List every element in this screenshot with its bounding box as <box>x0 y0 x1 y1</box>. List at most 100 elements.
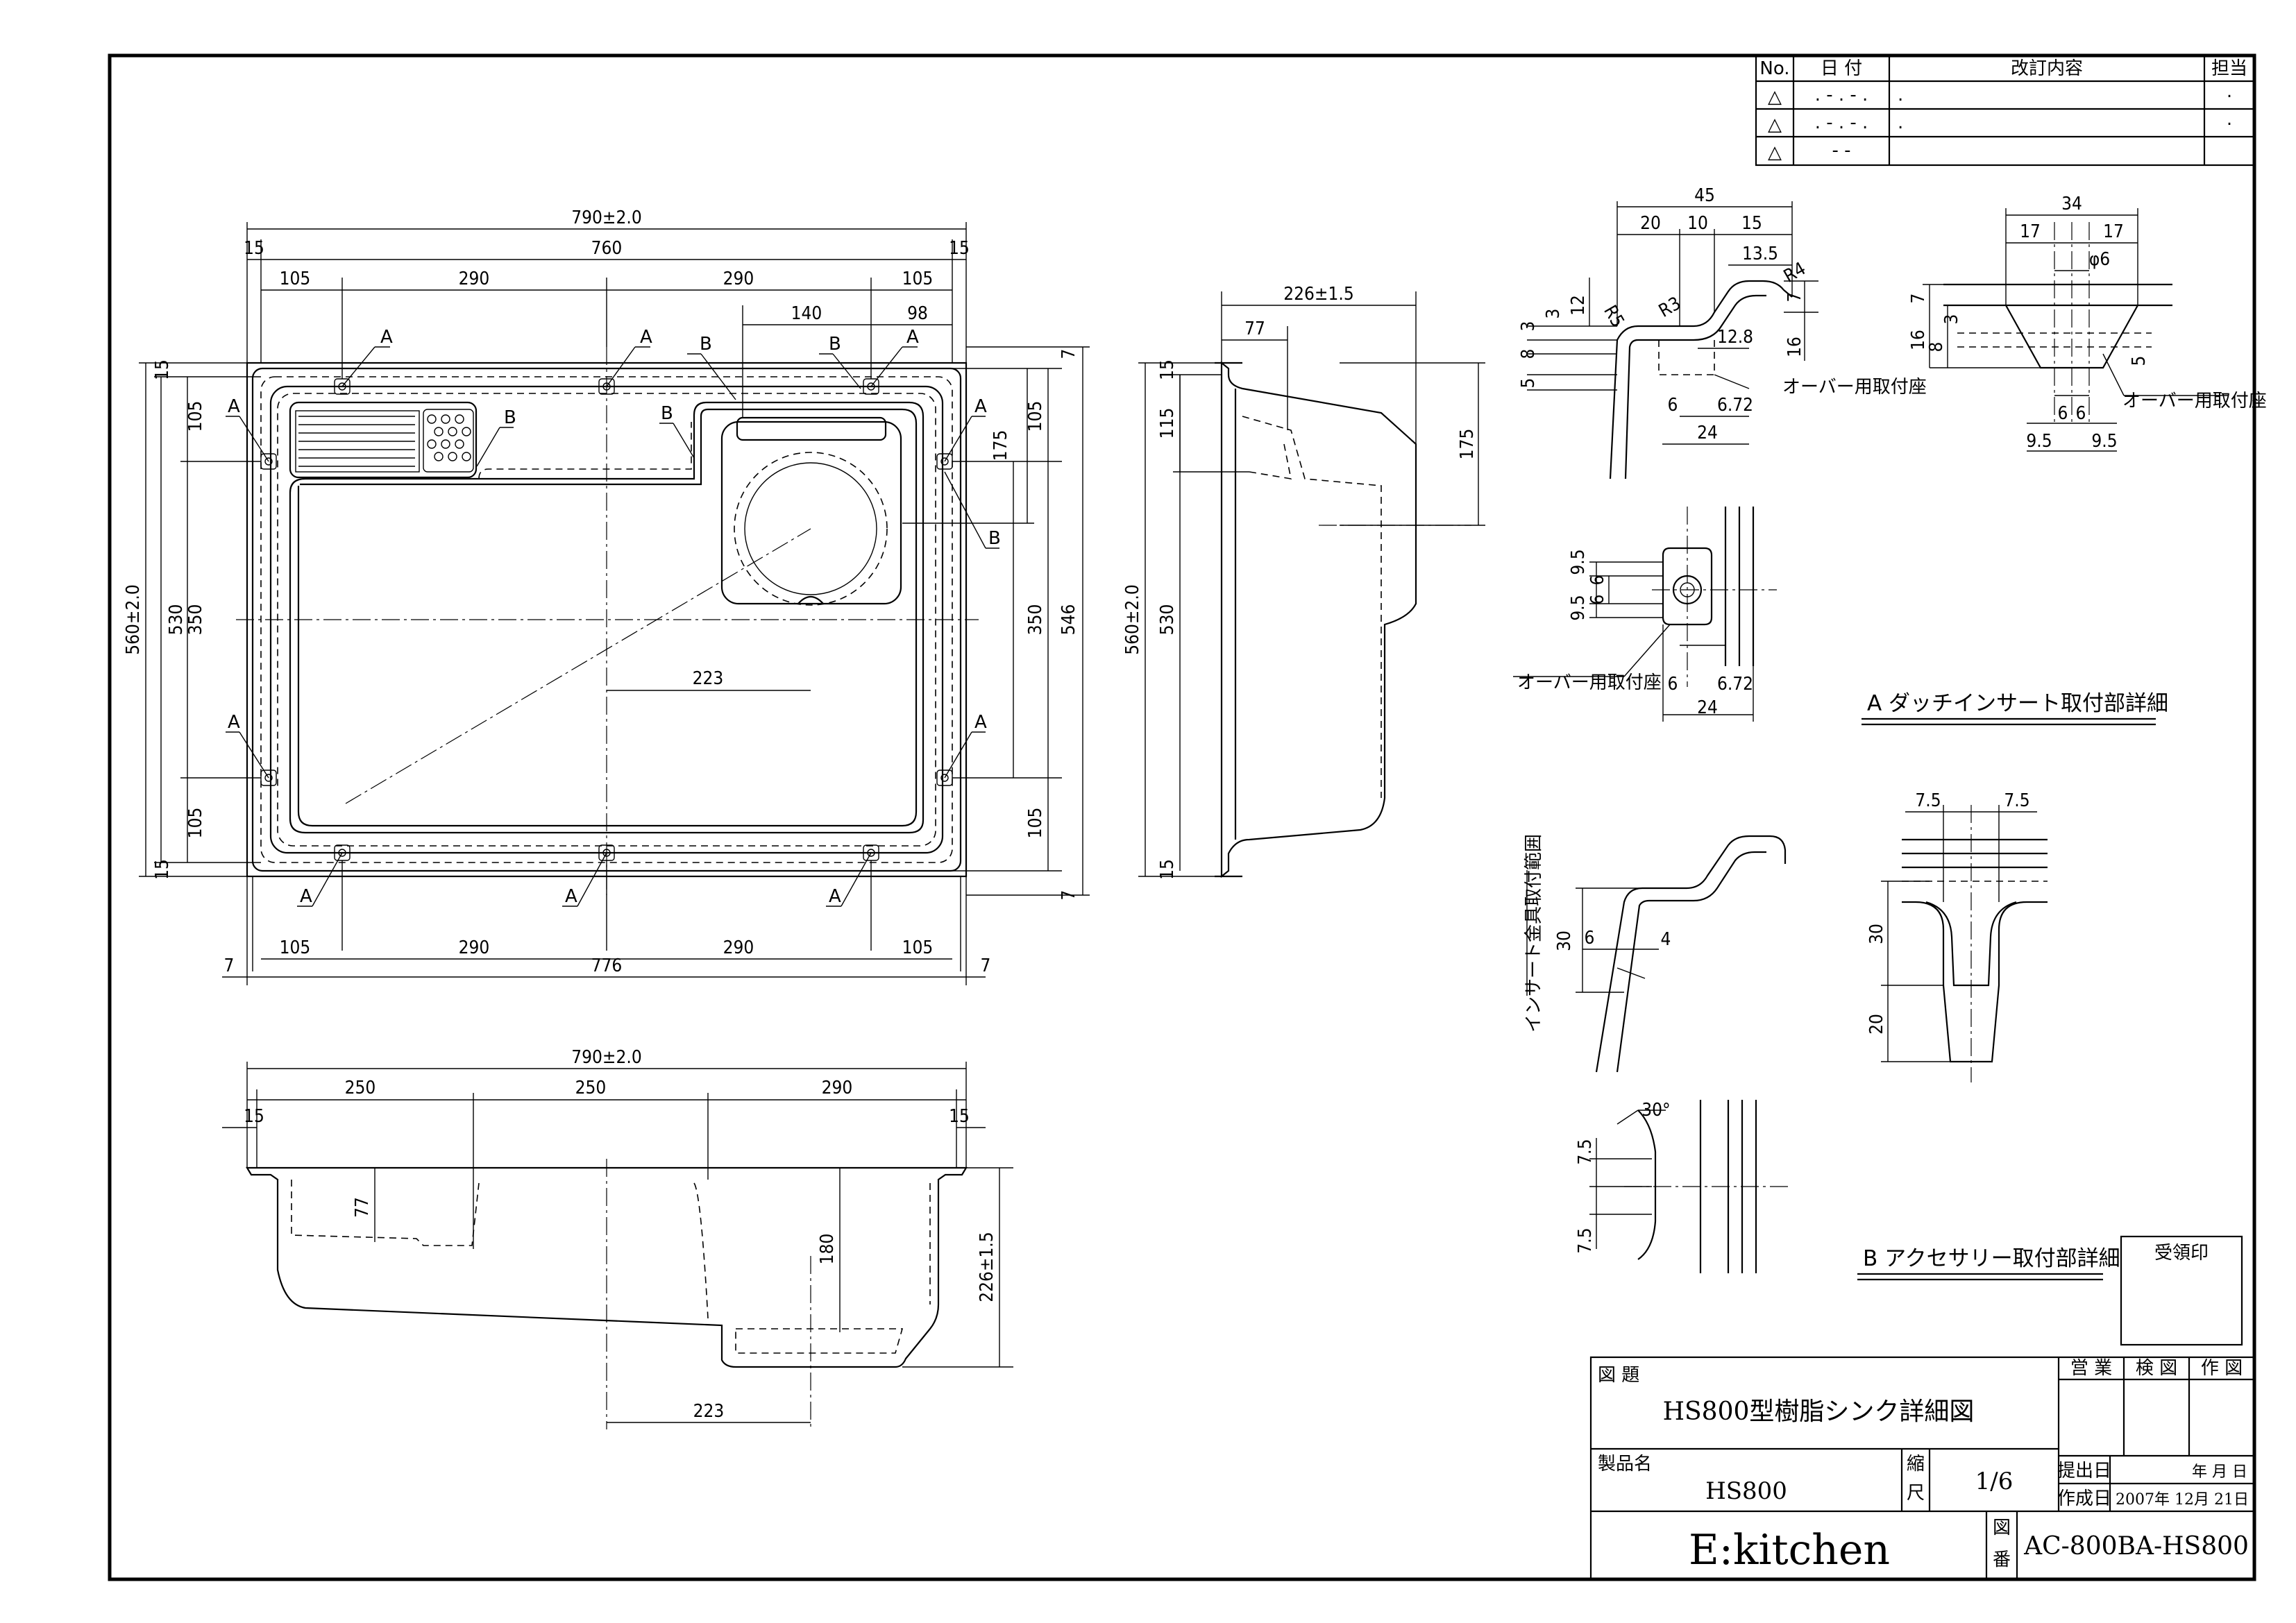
plan-dim-350-right: 350 <box>1025 604 1046 636</box>
side-dim-560: 560±2.0 <box>1122 584 1143 654</box>
detail-a-r-dim-8: 8 <box>1926 342 1947 352</box>
plan-dim-560-left: 560±2.0 <box>123 584 144 654</box>
plan-dim-350-left: 350 <box>185 604 206 636</box>
side-dim-175: 175 <box>1457 429 1478 460</box>
front-dim-790: 790±2.0 <box>571 1047 641 1068</box>
rev-row-1-content: . <box>1898 85 1903 105</box>
detail-b-dim-30-a: 30 <box>1554 931 1575 951</box>
plan-dim-546-right: 546 <box>1058 604 1079 636</box>
marker-a: A <box>380 327 393 348</box>
marker-a: A <box>300 886 312 907</box>
rev-header-person: 担当 <box>2211 58 2247 79</box>
detail-a-r-dim-5: 5 <box>2129 356 2150 366</box>
rev-row-1-date: . - . - . <box>1815 85 1868 105</box>
detail-b-r-dim-30: 30 <box>1866 924 1887 944</box>
title-block-scale: 1/6 <box>1975 1468 2014 1495</box>
detail-a-r-seat-label: オーバー用取付座 <box>2122 391 2267 411</box>
front-dim-77: 77 <box>352 1197 373 1218</box>
stamp-box-label: 受領印 <box>2154 1243 2209 1264</box>
plan-dim-290-bottom-right: 290 <box>723 937 754 958</box>
side-view: 226±1.5 77 15 115 175 560±2.0 530 15 <box>1122 284 1485 880</box>
title-block-sign-sales: 営 業 <box>2070 1358 2112 1379</box>
detail-b-r-dim-20: 20 <box>1866 1014 1887 1035</box>
plan-dim-98: 98 <box>907 303 928 324</box>
detail-a-plan-seat-label: オーバー用取付座 <box>1517 672 1662 693</box>
front-dim-15-left: 15 <box>244 1106 264 1127</box>
detail-b-r-dim-7-5-b: 7.5 <box>2004 790 2029 811</box>
rev-row-1-no: △ <box>1768 87 1782 108</box>
title-block-sign-check: 検 図 <box>2136 1358 2177 1379</box>
rev-row-2-date: . - . - . <box>1815 112 1868 133</box>
detail-a-r-dim-6-a: 6 <box>2058 403 2068 424</box>
title-block-scale-label-1: 縮 <box>1907 1454 1925 1475</box>
plan-dim-105-right-top: 105 <box>1025 401 1046 432</box>
detail-b: インサート金具取付範囲 30 6 4 7.5 7.5 30° <box>1523 790 2120 1281</box>
rev-row-2-person: . <box>2227 109 2232 130</box>
detail-a-dim-45: 45 <box>1694 185 1715 206</box>
front-dim-226: 226±1.5 <box>977 1232 997 1302</box>
detail-b-dim-6: 6 <box>1585 928 1595 949</box>
detail-a-dim-13-5: 13.5 <box>1742 244 1778 264</box>
detail-a-dim-20: 20 <box>1640 213 1661 234</box>
plan-dim-223: 223 <box>693 668 724 689</box>
side-dim-226: 226±1.5 <box>1283 284 1353 305</box>
detail-b-dim-30-deg: 30° <box>1641 1100 1670 1121</box>
rev-row-3-date: - - <box>1832 140 1850 161</box>
detail-a-dim-12-8: 12.8 <box>1717 327 1753 348</box>
side-dim-530: 530 <box>1157 604 1178 636</box>
title-block-product: HS800 <box>1705 1477 1787 1505</box>
detail-a-r-dim-6-b: 6 <box>2076 403 2086 424</box>
front-dim-223: 223 <box>693 1401 725 1422</box>
marker-b: B <box>700 334 712 355</box>
title-block-product-label: 製品名 <box>1598 1454 1652 1475</box>
detail-b-r-dim-7-5-a: 7.5 <box>1915 790 1941 811</box>
front-dim-15-right: 15 <box>949 1106 970 1127</box>
rev-row-2-content: . <box>1898 112 1903 133</box>
front-section-view: 790±2.0 250 250 290 15 15 77 180 226±1.5… <box>222 1047 1013 1429</box>
detail-a-r-dim-phi6: φ6 <box>2089 249 2110 270</box>
detail-b-dim-4: 4 <box>1661 929 1671 950</box>
plan-dim-7-right: 7 <box>981 955 991 976</box>
detail-a-dim-16: 16 <box>1784 337 1805 357</box>
title-block-title-label: 図 題 <box>1598 1365 1639 1386</box>
detail-a-seat-label: オーバー用取付座 <box>1782 377 1927 398</box>
detail-b-title: B アクセサリー取付部詳細 <box>1863 1246 2120 1271</box>
detail-a-dim-5: 5 <box>1518 378 1539 389</box>
plan-dim-530-left: 530 <box>166 604 187 636</box>
detail-a-r-dim-9-5-b: 9.5 <box>2091 431 2117 452</box>
detail-a-r-dim-17-b: 17 <box>2103 221 2124 242</box>
title-block-created-date: 2007年 12月 21日 <box>2116 1491 2249 1509</box>
plan-dim-290-top-right: 290 <box>723 269 754 289</box>
marker-a: A <box>640 327 652 348</box>
detail-a-r-dim-17-a: 17 <box>2020 221 2041 242</box>
plan-dim-140: 140 <box>791 303 822 324</box>
marker-b: B <box>504 407 516 428</box>
plan-dim-760: 760 <box>591 238 623 259</box>
plan-dim-7-left: 7 <box>224 955 235 976</box>
plan-dim-105-bottom-right: 105 <box>902 937 934 958</box>
marker-b: B <box>988 528 1001 549</box>
title-block-submit-date: 年 月 日 <box>2192 1463 2247 1481</box>
rev-header-date: 日 付 <box>1821 58 1862 79</box>
title-block-drawing-no-label-2: 番 <box>1993 1549 2011 1570</box>
plan-dim-105-left-bottom: 105 <box>185 808 206 839</box>
detail-a-plan-dim-6-72: 6.72 <box>1717 674 1753 695</box>
title-block-company: E:kitchen <box>1689 1526 1890 1574</box>
title-block-drawing-no: AC-800BA-HS800 <box>2023 1532 2249 1561</box>
title-block-submit-label: 提出日 <box>2057 1461 2111 1481</box>
detail-a-dim-8: 8 <box>1518 349 1539 359</box>
detail-a-plan-dim-24: 24 <box>1697 697 1718 718</box>
detail-a-dim-10: 10 <box>1687 213 1708 234</box>
detail-a-plan-dim-9-5-a: 9.5 <box>1568 549 1589 575</box>
title-block-scale-label-2: 尺 <box>1907 1483 1925 1504</box>
revision-table: No. 日 付 改訂内容 担当 △ . - . - . . . △ . - . … <box>1755 54 2256 167</box>
plan-dim-105-bottom-left: 105 <box>280 937 311 958</box>
detail-a-dim-3-a: 3 <box>1543 309 1564 319</box>
front-dim-250-mid: 250 <box>575 1078 607 1098</box>
marker-a: A <box>228 712 240 733</box>
marker-b: B <box>661 403 673 424</box>
detail-a-r-dim-16: 16 <box>1908 330 1929 350</box>
plan-dim-7-right-bottom: 7 <box>1058 890 1079 901</box>
marker-a: A <box>906 327 919 348</box>
rev-row-3-no: △ <box>1768 142 1782 163</box>
